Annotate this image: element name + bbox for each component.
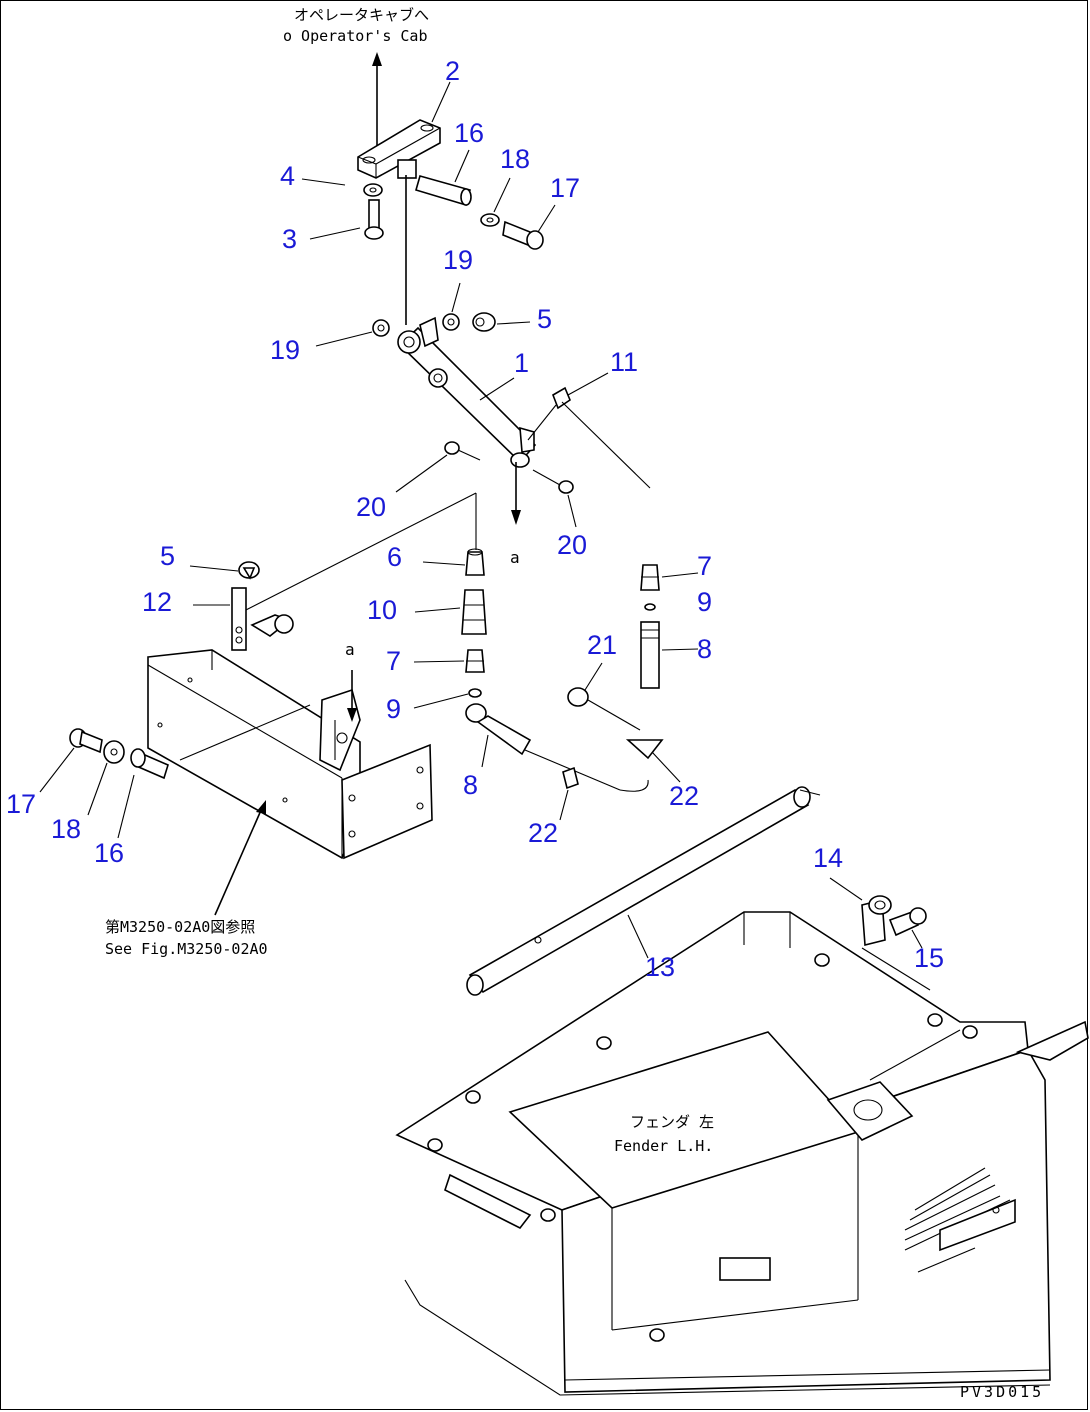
bolt-part-17-lower bbox=[69, 728, 103, 754]
oring-part-9-right bbox=[644, 603, 656, 611]
callout-20-left: 20 bbox=[356, 492, 387, 522]
note-cab-en: o Operator's Cab bbox=[283, 27, 428, 45]
lever-part-1 bbox=[397, 316, 537, 468]
ref-label-a-upper: a bbox=[510, 548, 520, 567]
callout-2: 2 bbox=[445, 56, 461, 86]
pin-part-15 bbox=[888, 907, 927, 937]
fitting-part-7-right bbox=[640, 564, 660, 591]
see-fig-arrow bbox=[214, 800, 266, 916]
callout-17-upper: 17 bbox=[550, 173, 581, 203]
callout-22-right: 22 bbox=[669, 781, 700, 811]
callout-3: 3 bbox=[282, 224, 298, 254]
callout-5-lower: 5 bbox=[160, 541, 176, 571]
hose-part-8-left bbox=[465, 703, 649, 792]
callout-4: 4 bbox=[280, 161, 296, 191]
callout-9-left: 9 bbox=[386, 694, 402, 724]
nut-part-4 bbox=[363, 183, 383, 197]
note-see-fig-jp: 第M3250-02A0図参照 bbox=[105, 918, 256, 936]
bracket-part-2 bbox=[357, 119, 441, 179]
nut-part-5-upper bbox=[472, 312, 496, 332]
note-see-fig-en: See Fig.M3250-02A0 bbox=[105, 940, 268, 958]
fitting-part-7-left bbox=[465, 649, 485, 673]
note-fender-jp: フェンダ 左 bbox=[630, 1113, 715, 1131]
callout-13: 13 bbox=[645, 952, 676, 982]
oring-part-9-left bbox=[468, 688, 482, 698]
callout-19-right: 19 bbox=[443, 245, 474, 275]
callout-18-lower: 18 bbox=[51, 814, 82, 844]
callout-14: 14 bbox=[813, 843, 844, 873]
callout-9-right: 9 bbox=[697, 587, 713, 617]
operator-cab-arrow bbox=[372, 52, 382, 155]
leader-lines bbox=[39, 81, 923, 959]
pin-part-20-right bbox=[532, 469, 574, 494]
hose-part-8-right bbox=[640, 621, 660, 689]
washer-part-18-lower bbox=[103, 740, 125, 764]
bolt-part-17-upper bbox=[502, 220, 544, 250]
note-fender-en: Fender L.H. bbox=[614, 1137, 714, 1155]
tank-box bbox=[147, 649, 433, 860]
callout-19-left: 19 bbox=[270, 335, 301, 365]
callout-18-upper: 18 bbox=[500, 144, 531, 174]
callout-8-right: 8 bbox=[697, 634, 713, 664]
clip-part-22-right bbox=[625, 739, 664, 760]
rod-part-13 bbox=[466, 786, 821, 996]
bolt-part-21 bbox=[567, 687, 641, 731]
bolt-part-3 bbox=[364, 199, 384, 240]
fitting-part-6 bbox=[465, 548, 485, 576]
callout-7-right: 7 bbox=[697, 551, 713, 581]
callout-6: 6 bbox=[387, 542, 403, 572]
ref-label-a-left: a bbox=[345, 640, 355, 659]
callout-10: 10 bbox=[367, 595, 398, 625]
fender-lh bbox=[395, 911, 1089, 1396]
callout-16-upper: 16 bbox=[454, 118, 485, 148]
connector-part-10 bbox=[461, 589, 487, 635]
pin-part-16-upper bbox=[415, 175, 472, 207]
drawing-code: PV3D015 bbox=[960, 1383, 1045, 1401]
callout-15: 15 bbox=[914, 943, 945, 973]
callout-1: 1 bbox=[514, 348, 530, 378]
nut-part-5-lower bbox=[238, 561, 260, 580]
callout-21: 21 bbox=[587, 630, 618, 660]
washer-part-18-upper bbox=[480, 213, 500, 227]
callout-17-lower: 17 bbox=[6, 789, 37, 819]
pin-part-16-lower bbox=[130, 748, 169, 780]
clip-part-22-left bbox=[562, 766, 579, 790]
ref-line-12 bbox=[237, 492, 477, 615]
callout-16-lower: 16 bbox=[94, 838, 125, 868]
callout-7-left: 7 bbox=[386, 646, 402, 676]
bracket-part-14 bbox=[861, 895, 892, 947]
washer-part-19-right bbox=[442, 313, 460, 331]
callout-22-left: 22 bbox=[528, 818, 559, 848]
callout-8-left: 8 bbox=[463, 770, 479, 800]
down-arrow-a bbox=[511, 462, 521, 525]
ref-arrow-a-left bbox=[347, 670, 357, 722]
note-cab-jp: オペレータキャブへ bbox=[294, 6, 430, 24]
pin-part-20-left bbox=[444, 441, 481, 461]
clip-part-11 bbox=[527, 386, 651, 489]
washer-part-19-left bbox=[372, 319, 390, 337]
callout-11: 11 bbox=[610, 347, 639, 377]
stay-part-12 bbox=[231, 587, 294, 651]
callout-20-right: 20 bbox=[557, 530, 588, 560]
callout-12: 12 bbox=[142, 587, 173, 617]
callout-5-upper: 5 bbox=[537, 304, 553, 334]
